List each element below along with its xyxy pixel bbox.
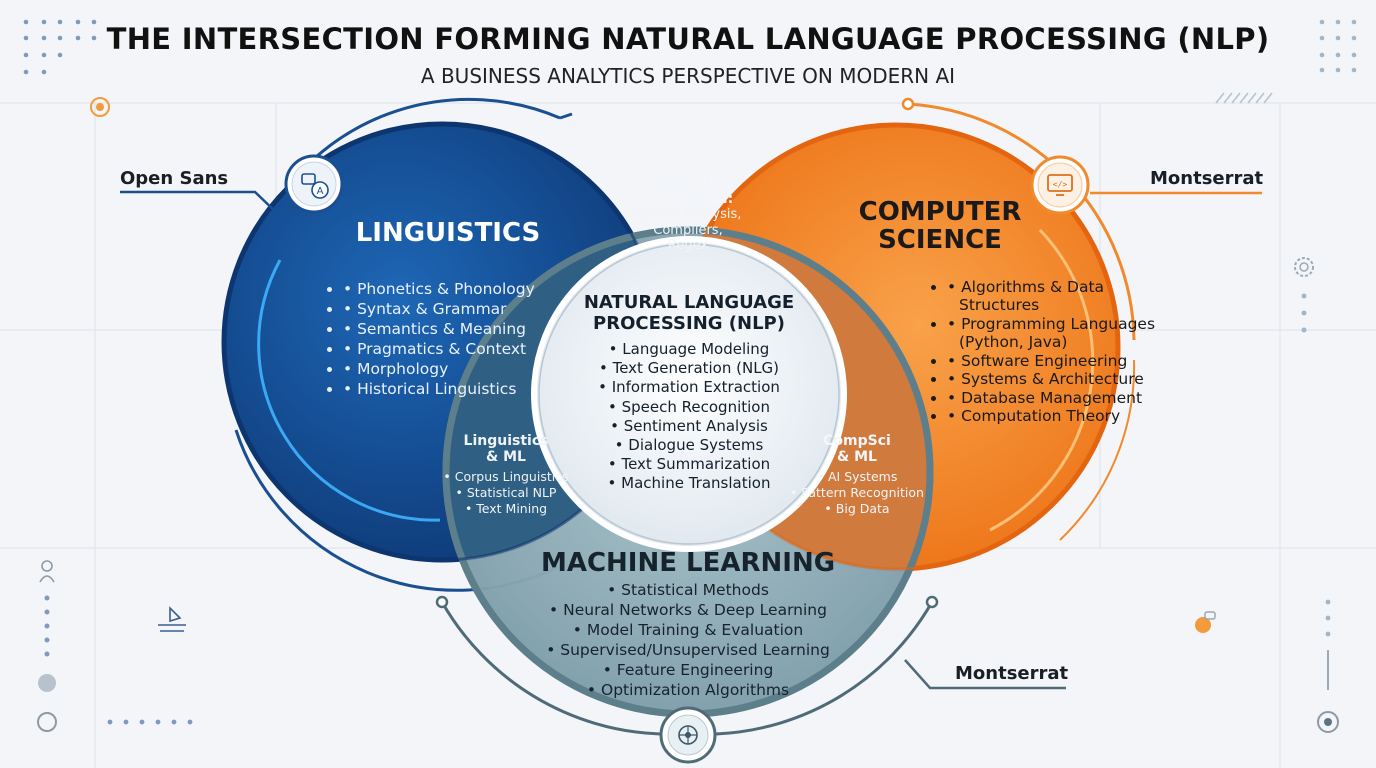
- overlap-cs-ml-list: AI Systems Pattern Recognition Big Data: [786, 469, 928, 517]
- computer-science-list: Algorithms & Data Structures Programming…: [907, 278, 1157, 426]
- linguistics-region: LINGUISTICS: [300, 218, 590, 248]
- brain-network-icon: [659, 706, 717, 764]
- overlap-cs-ml: CompSci & ML AI Systems Pattern Recognit…: [786, 433, 928, 517]
- list-item: Text Summarization: [559, 455, 819, 474]
- orange-lightbulb-icon: [1195, 611, 1216, 633]
- side-label-bottom-right: Montserrat: [955, 663, 1069, 684]
- grey-dot-large: [38, 674, 56, 692]
- list-item: Speech Recognition: [559, 398, 819, 417]
- list-item: Phonetics & Phonology: [343, 279, 593, 299]
- computer-science-region: COMPUTER SCIENCE: [840, 198, 1040, 254]
- target-icon-bottom-right: [1317, 711, 1339, 733]
- nlp-title-line2: PROCESSING (NLP): [593, 313, 785, 334]
- list-item: Information Extraction: [559, 378, 819, 397]
- list-item: AI Systems: [786, 469, 928, 485]
- overlap-ling-ml: Linguistics & ML Corpus Linguistics Stat…: [436, 433, 576, 517]
- dot-grid-top-left: [23, 19, 97, 75]
- overlap-ling-ml-title-line1: Linguistics: [463, 433, 549, 449]
- side-label-left: Open Sans: [120, 168, 229, 189]
- list-item: Dialogue Systems: [559, 436, 819, 455]
- overlap-ling-cs: Linguistics & CompSci: Syntax Analysis, …: [603, 175, 773, 254]
- list-item: Language Modeling: [559, 340, 819, 359]
- list-item: Feature Engineering: [488, 660, 888, 680]
- code-monitor-icon: </>: [1030, 155, 1090, 215]
- page-title: THE INTERSECTION FORMING NATURAL LANGUAG…: [106, 22, 1270, 56]
- list-item: Optimization Algorithms: [488, 680, 888, 700]
- nlp-region: NATURAL LANGUAGE PROCESSING (NLP) Langua…: [559, 292, 819, 494]
- overlap-ling-ml-list: Corpus Linguistics Statistical NLP Text …: [436, 469, 576, 517]
- list-item: Semantics & Meaning: [343, 319, 593, 339]
- nlp-list: Language Modeling Text Generation (NLG) …: [559, 340, 819, 494]
- svg-text:</>: </>: [1053, 180, 1068, 189]
- list-item: Sentiment Analysis: [559, 417, 819, 436]
- person-icon: [39, 560, 55, 583]
- list-item: Corpus Linguistics: [436, 469, 576, 485]
- overlap-cs-ml-title-line1: CompSci: [823, 433, 891, 449]
- list-item: Historical Linguistics: [343, 379, 593, 399]
- overlap-ling-cs-title-line2: & CompSci:: [642, 191, 734, 207]
- list-item: Syntax & Grammar: [343, 299, 593, 319]
- machine-learning-region: MACHINE LEARNING Statistical Methods Neu…: [488, 548, 888, 700]
- list-item: Neural Networks & Deep Learning: [488, 600, 888, 620]
- cs-title-line2: SCIENCE: [878, 225, 1002, 255]
- linguistics-title: LINGUISTICS: [355, 218, 541, 248]
- dot-column-right: [1301, 293, 1307, 333]
- list-item: Morphology: [343, 359, 593, 379]
- dot-row-bottom: [107, 719, 193, 725]
- dot-grid-top-right: [1319, 19, 1357, 73]
- list-item: Statistical Methods: [488, 580, 888, 600]
- ml-list: Statistical Methods Neural Networks & De…: [488, 580, 888, 700]
- list-item: Software Engineering: [947, 352, 1157, 371]
- diagonal-stripes: [1215, 92, 1273, 104]
- list-item: Text Generation (NLG): [559, 359, 819, 378]
- overlap-ling-cs-item: Syntax Analysis,: [634, 207, 742, 222]
- page-subtitle: A BUSINESS ANALYTICS PERSPECTIVE ON MODE…: [420, 64, 956, 88]
- list-item: Statistical NLP: [436, 485, 576, 501]
- ring-bottom-left: [37, 712, 57, 732]
- list-item: Pragmatics & Context: [343, 339, 593, 359]
- list-item: Big Data: [786, 501, 928, 517]
- list-item: Computation Theory: [947, 407, 1157, 426]
- overlap-cs-ml-title-line2: & ML: [837, 449, 877, 465]
- overlap-ling-ml-title-line2: & ML: [486, 449, 526, 465]
- list-item: Systems & Architecture: [947, 370, 1157, 389]
- linguistics-list: Phonetics & Phonology Syntax & Grammar S…: [303, 279, 593, 399]
- book-ship-icon: [158, 606, 186, 632]
- list-item: Pattern Recognition: [786, 485, 928, 501]
- connector-lines: [120, 190, 1262, 690]
- overlap-ling-cs-title-line1: Linguistics: [645, 175, 731, 191]
- gear-icon: [1294, 257, 1314, 277]
- nlp-title-line1: NATURAL LANGUAGE: [583, 292, 795, 313]
- dot-column-bottom-right: [1325, 599, 1331, 637]
- list-item: Model Training & Evaluation: [488, 620, 888, 640]
- orange-target-icon: [90, 97, 110, 117]
- overlap-ling-cs-item: Regex: [667, 238, 709, 253]
- ml-title: MACHINE LEARNING: [540, 548, 836, 578]
- side-label-right: Montserrat: [1150, 168, 1264, 189]
- list-item: Machine Translation: [559, 474, 819, 493]
- overlap-ling-cs-item: Compilers,: [653, 222, 723, 238]
- list-item: Supervised/Unsupervised Learning: [488, 640, 888, 660]
- list-item: Database Management: [947, 389, 1157, 408]
- svg-text:A: A: [317, 186, 324, 197]
- cs-title-line1: COMPUTER: [858, 197, 1022, 227]
- translate-chat-icon: A: [284, 154, 344, 214]
- list-item: Programming Languages (Python, Java): [947, 315, 1157, 352]
- list-item: Algorithms & Data Structures: [947, 278, 1157, 315]
- dot-column-left: [44, 595, 50, 657]
- list-item: Text Mining: [436, 501, 576, 517]
